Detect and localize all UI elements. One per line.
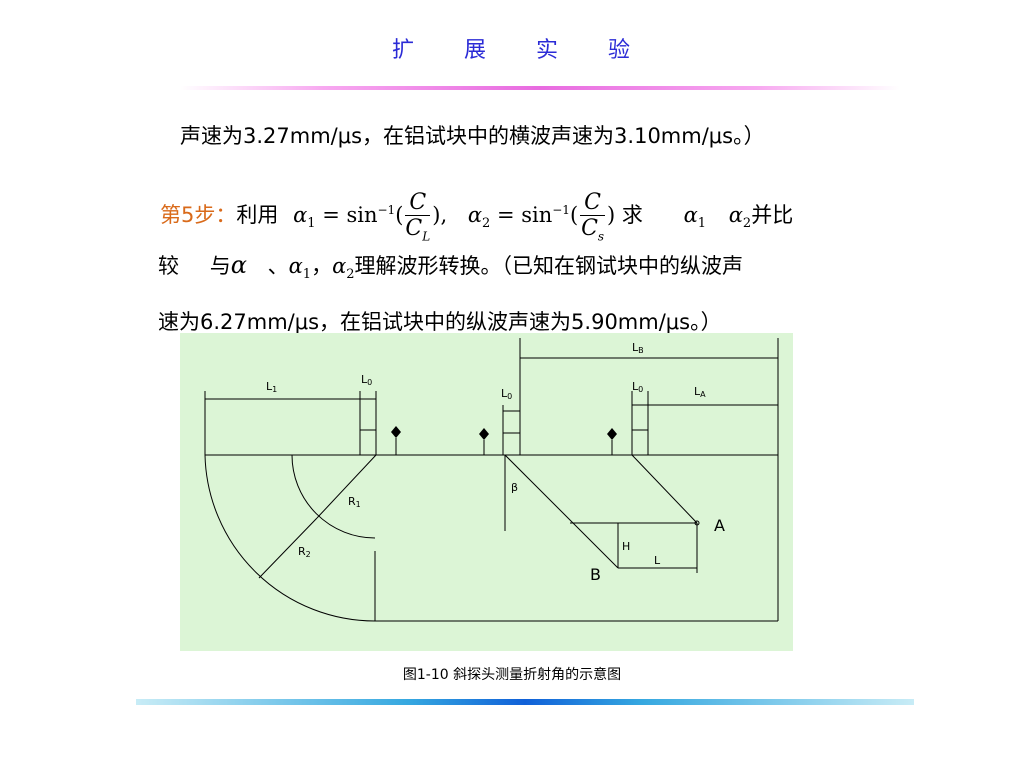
slide-title: 扩展实验 — [0, 32, 1024, 64]
formula-1-lhs-sub: 1 — [307, 216, 316, 232]
formula-1-lhs: α — [293, 203, 308, 228]
line3-alpha-2-sub: 2 — [346, 267, 355, 283]
probe1-icon — [391, 426, 401, 438]
line3-alpha-2: α2 — [332, 254, 354, 282]
line3-rest: 理解波形转换。（已知在钢试块中的纵波声 — [354, 254, 744, 278]
formula-1-eq: = sin — [315, 203, 378, 228]
point-a-dot — [694, 520, 700, 526]
label-beta: β — [511, 481, 518, 494]
formula-1-den-sub: L — [422, 229, 431, 244]
line3-word-b: 与 — [209, 254, 231, 278]
formula-1-num: C — [405, 190, 431, 216]
title-char: 展 — [463, 38, 488, 63]
label-l0-2: L0 — [501, 387, 512, 401]
title-char: 扩 — [391, 38, 416, 63]
line3-alpha: α — [230, 251, 247, 279]
probe-diagram: L1 L0 L0 LB L0 LA R1 R2 β H L A B — [180, 333, 793, 651]
formula-2-lhs: α — [467, 203, 482, 228]
label-point-a: A — [714, 516, 725, 535]
title-char: 验 — [608, 38, 633, 63]
formula-2-den: C — [581, 216, 598, 241]
beam-to-b — [504, 454, 619, 569]
line3-alpha-2-symbol: α — [332, 254, 347, 278]
alpha-1-symbol: α — [683, 203, 698, 228]
step-label: 第5步： — [160, 203, 237, 228]
formula-2-num: C — [580, 190, 605, 216]
formula-2-sup: −1 — [552, 203, 570, 218]
probe3-icon — [607, 428, 617, 440]
text-line-4: 速为6.27mm/μs，在铝试块中的纵波声速为5.90mm/μs。） — [158, 310, 722, 334]
beam-to-a — [631, 454, 698, 524]
label-l0-3: L0 — [632, 380, 643, 394]
text-line-3: 较 与α 、α1，α2理解波形转换。（已知在钢试块中的纵波声 — [158, 250, 743, 282]
label-lb: LB — [632, 341, 644, 355]
line3-alpha-1-symbol: α — [288, 254, 303, 278]
alpha-2: α2 — [728, 203, 751, 231]
label-l: L — [654, 554, 661, 567]
footer-divider — [136, 699, 914, 705]
probe2-icon — [479, 428, 489, 440]
label-point-b: B — [590, 565, 601, 584]
formula-1-den: C — [405, 216, 423, 241]
compare-word: 并比 — [751, 203, 794, 228]
alpha-1-sub: 1 — [697, 216, 707, 232]
label-h: H — [622, 540, 630, 553]
line3-alpha-1-sub: 1 — [302, 267, 312, 283]
alpha-2-symbol: α — [728, 203, 743, 228]
line3-comma: ， — [311, 254, 333, 278]
label-l1: L1 — [266, 380, 277, 394]
formula-2-lhs-sub: 2 — [482, 216, 491, 232]
label-l0-1: L0 — [361, 373, 372, 387]
alpha-2-sub: 2 — [742, 216, 752, 232]
label-r1: R1 — [348, 495, 361, 509]
alpha-1: α1 — [683, 203, 706, 231]
line3-alpha-1: α1 — [288, 254, 311, 282]
line3-sep: 、 — [267, 254, 289, 278]
probe1-beam — [316, 454, 377, 519]
line3-word-a: 较 — [158, 254, 179, 278]
formula-2-eq: = sin — [490, 203, 553, 228]
step-text: 利用 — [236, 203, 279, 228]
outer-arc-r2 — [204, 454, 376, 622]
inner-arc-r1 — [291, 454, 376, 539]
formula-2-tail: ) — [607, 203, 616, 228]
label-r2: R2 — [298, 545, 311, 559]
formula-2-den-sub: s — [597, 229, 605, 244]
seek-word: 求 — [621, 203, 643, 228]
formula-1-sup: −1 — [377, 203, 396, 218]
figure-caption: 图1-10 斜探头测量折射角的示意图 — [402, 667, 622, 683]
formula-1-tail: ), — [432, 203, 448, 228]
title-divider — [180, 86, 900, 90]
radius-r2-line — [258, 517, 318, 579]
title-char: 实 — [536, 38, 561, 63]
text-line-1: 声速为3.27mm/μs，在铝试块中的横波声速为3.10mm/μs。） — [180, 124, 765, 148]
probe-diagram-svg: L1 L0 L0 LB L0 LA R1 R2 β H L A B — [204, 338, 779, 622]
label-la: LA — [694, 385, 706, 399]
